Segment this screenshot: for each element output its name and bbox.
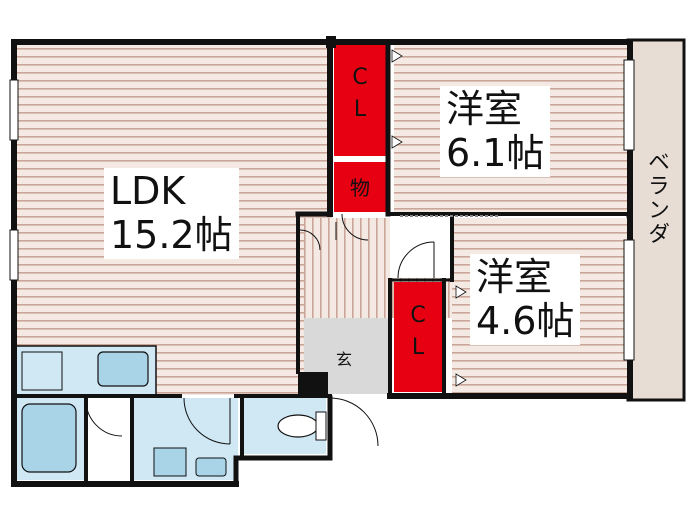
washbasin	[153, 447, 187, 477]
closet-2-top: C	[410, 303, 426, 328]
sliding-door-marks	[391, 49, 467, 387]
western-room-2-label: 洋室 4.6帖	[470, 254, 581, 346]
western-room-1-name: 洋室	[446, 87, 523, 131]
closet-1-bottom: L	[353, 97, 367, 122]
closet-2-bottom: L	[411, 335, 425, 360]
toilet-tank	[315, 411, 327, 441]
closet-1-label: C L	[334, 62, 386, 126]
storage-closet	[334, 162, 386, 212]
closet-2-label: C L	[394, 300, 442, 364]
closet-1-top: C	[352, 65, 368, 90]
storage-label: 物	[350, 176, 370, 200]
doors	[85, 213, 435, 447]
closet-1	[334, 44, 386, 156]
closet-2	[394, 282, 442, 392]
bathtub	[21, 403, 77, 473]
western-room-1-size: 6.1帖	[446, 130, 545, 175]
windows	[9, 59, 635, 361]
pillar-top	[326, 36, 336, 48]
ldk-name: LDK	[110, 169, 186, 213]
western-room-2-size: 4.6帖	[476, 298, 575, 343]
veranda-label: ベランダ	[644, 150, 669, 246]
western-room-1-label: 洋室 6.1帖	[440, 86, 551, 178]
ldk-size: 15.2帖	[110, 212, 233, 257]
toilet-bowl	[277, 414, 319, 438]
kitchen-stove	[21, 351, 63, 391]
washing-machine	[195, 457, 227, 477]
western-room-2-name: 洋室	[476, 255, 553, 299]
ldk-label: LDK 15.2帖	[104, 168, 239, 260]
kitchen-sink	[97, 351, 149, 387]
pillar	[298, 372, 328, 398]
hallway-floor-2	[390, 218, 452, 278]
entrance-label: 玄	[336, 350, 353, 369]
